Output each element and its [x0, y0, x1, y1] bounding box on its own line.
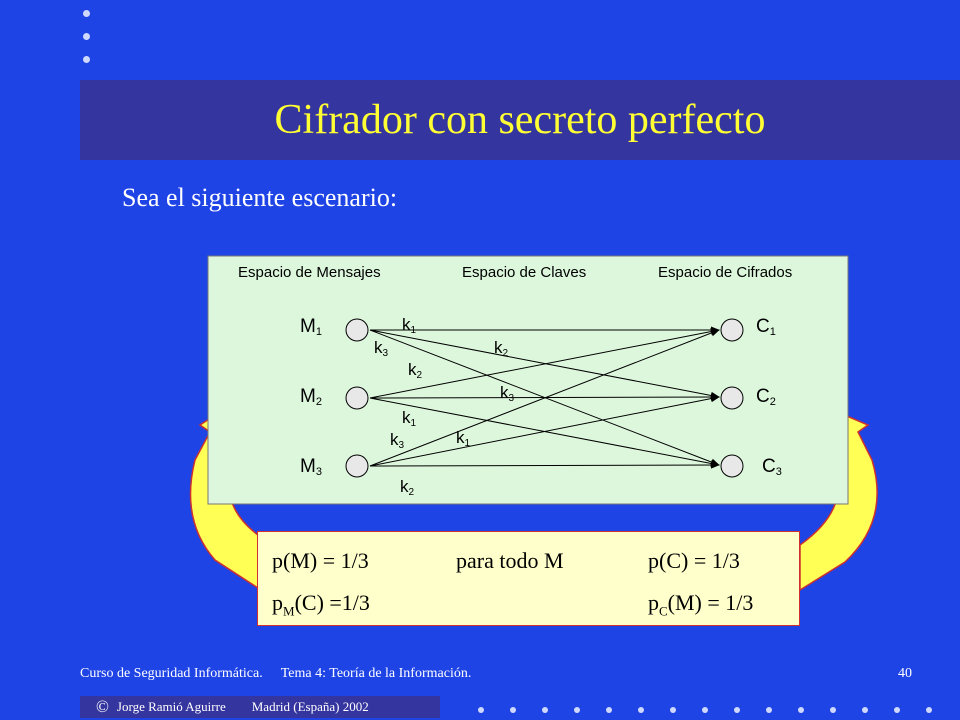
dot [702, 707, 708, 713]
message-node-2 [345, 386, 369, 410]
key-label: k2 [400, 477, 415, 498]
mapping-line [369, 395, 720, 467]
author-place: Madrid (España) 2002 [251, 699, 369, 714]
mapping-line [369, 329, 720, 467]
key-label: k2 [408, 360, 423, 381]
dot [510, 707, 516, 713]
key-label: k3 [500, 383, 515, 404]
decorative-dots-top [83, 10, 93, 79]
key-mappings [369, 326, 720, 469]
author-name: Jorge Ramió Aguirre [116, 699, 226, 714]
header-claves: Espacio de Claves [462, 264, 586, 281]
page-number: 40 [898, 666, 912, 681]
footer-course: Curso de Seguridad Informática. Tema 4: T… [80, 666, 471, 682]
header-mensajes: Espacio de Mensajes [238, 264, 381, 281]
key-label: k1 [456, 428, 471, 449]
dot [670, 707, 676, 713]
prob-pmc-base: p [272, 590, 283, 615]
dot [734, 707, 740, 713]
cipher-node-1 [720, 318, 744, 342]
dot [83, 33, 90, 40]
prob-pmc-rest: (C) =1/3 [294, 590, 370, 615]
key-label: k1 [402, 315, 417, 336]
dot [798, 707, 804, 713]
message-label-2: M2 [300, 386, 322, 408]
cipher-label-3: C3 [762, 456, 782, 478]
copyright-icon: © [96, 697, 109, 716]
key-label: k3 [374, 338, 389, 359]
footer-course-text: Curso de Seguridad Informática. [80, 666, 263, 681]
dot [574, 707, 580, 713]
dot [542, 707, 548, 713]
prob-pmc-sub: M [283, 603, 295, 619]
author-bar: © Jorge Ramió Aguirre Madrid (España) 20… [80, 696, 440, 718]
key-label: k2 [494, 338, 509, 359]
dot [606, 707, 612, 713]
key-label: k3 [390, 430, 405, 451]
slide-title: Cifrador con secreto perfecto [274, 97, 766, 143]
key-label: k1 [402, 408, 417, 429]
dot [830, 707, 836, 713]
message-label-3: M3 [300, 456, 322, 478]
prob-pcm-sub: C [659, 603, 668, 619]
prob-pmc: pM(C) =1/3 [272, 590, 370, 619]
slide-subtitle: Sea el siguiente escenario: [122, 183, 398, 212]
mapping-line [369, 461, 720, 469]
message-label-1: M1 [300, 316, 322, 338]
mapping-line [369, 328, 720, 399]
prob-para-todo: para todo M [456, 548, 564, 573]
dot [766, 707, 772, 713]
dot [926, 707, 932, 713]
cipher-node-2 [720, 386, 744, 410]
cipher-node-3 [720, 454, 744, 478]
cipher-label-2: C2 [756, 386, 776, 408]
prob-pm: p(M) = 1/3 [272, 548, 369, 573]
footer-tema-text: Tema 4: Teoría de la Información. [280, 666, 472, 681]
prob-pcm-rest: (M) = 1/3 [667, 590, 754, 615]
message-node-3 [345, 454, 369, 478]
dot [638, 707, 644, 713]
dot [862, 707, 868, 713]
dot [894, 707, 900, 713]
dot [83, 56, 90, 63]
header-cifrados: Espacio de Cifrados [658, 264, 792, 281]
cipher-label-1: C1 [756, 316, 776, 338]
prob-pcm-base: p [648, 590, 659, 615]
message-node-1 [345, 318, 369, 342]
probability-box: p(M) = 1/3 para todo M p(C) = 1/3 pM(C) … [257, 531, 800, 626]
prob-pcm: pC(M) = 1/3 [648, 590, 753, 619]
dot [478, 707, 484, 713]
title-band: Cifrador con secreto perfecto [80, 80, 960, 160]
prob-pc: p(C) = 1/3 [648, 548, 740, 573]
dot [83, 10, 90, 17]
